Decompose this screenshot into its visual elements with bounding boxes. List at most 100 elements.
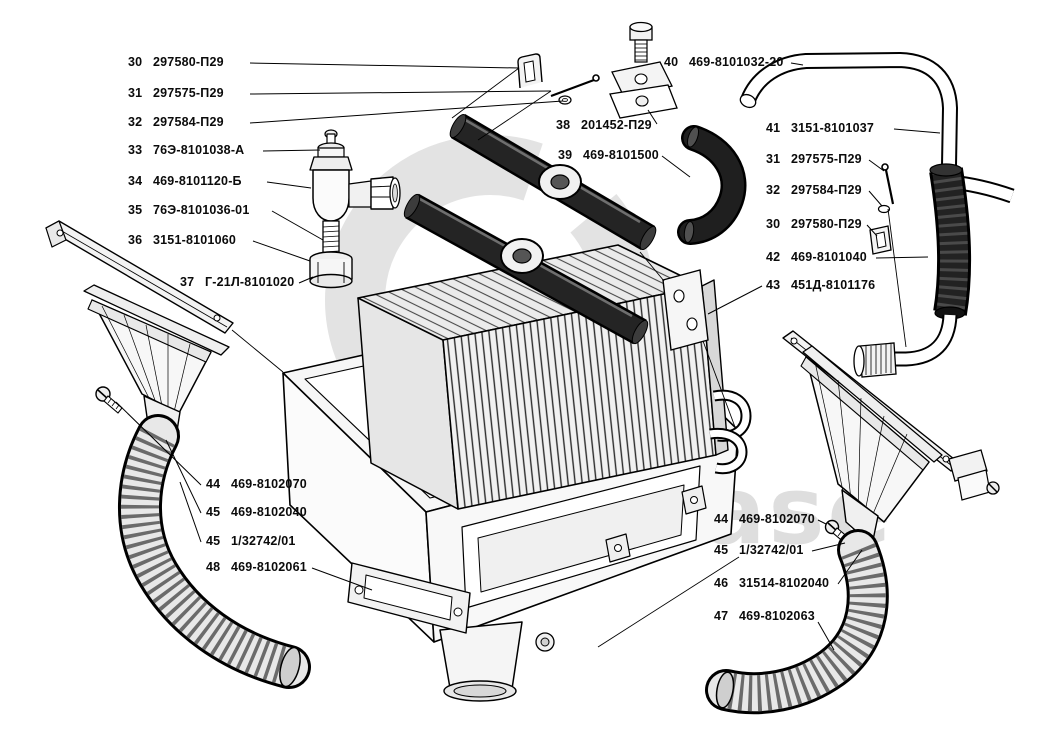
part-number: 39 [558,148,573,162]
part-label-30-left: 30 297580-П29 [128,55,224,69]
part-code: 201452-П29 [581,118,652,132]
radiator-hose [929,163,972,320]
part-label-32-right: 32 297584-П29 [766,183,862,197]
part-label-44-right: 44 469-8102070 [714,512,815,526]
part-number: 36 [128,233,143,247]
defroster-duct-left [45,220,234,440]
construction-lines [231,67,907,648]
right-fasteners [869,163,895,255]
part-number: 34 [128,174,143,188]
bolt [629,21,653,63]
washer-right [877,204,891,214]
part-number: 32 [128,115,143,129]
part-label-45-right: 45 1/32742/01 [714,543,804,557]
hose-grommet-lower [500,238,544,274]
part-label-32-left: 32 297584-П29 [128,115,224,129]
part-label-33: 33 76Э-8101038-А [128,143,244,157]
part-number: 48 [206,560,221,574]
part-code: 1/32742/01 [739,543,804,557]
part-label-31-right: 31 297575-П29 [766,152,862,166]
heater-valve [309,129,401,289]
part-label-46: 46 31514-8102040 [714,576,829,590]
part-code: 469-8101032-20 [689,55,784,69]
part-number: 47 [714,609,729,623]
part-code: 76Э-8101038-А [153,143,245,157]
part-number: 32 [766,183,781,197]
part-label-48: 48 469-8102061 [206,560,307,574]
part-label-40: 40 469-8101032-20 [664,55,784,69]
part-code: 469-8102070 [231,477,307,491]
part-number: 38 [556,118,571,132]
part-label-36: 36 3151-8101060 [128,233,236,247]
strap-plate [609,61,678,119]
heater-core [357,244,729,510]
part-code: 469-8101040 [791,250,867,264]
part-label-45-left-a: 45 469-8102040 [206,505,307,519]
bracket-right-small [948,449,1000,501]
cotter-pin-right [881,163,895,205]
part-code: 469-8102040 [231,505,307,519]
part-code: Г-21Л-8101020 [205,275,295,289]
part-number: 40 [664,55,679,69]
part-code: 451Д-8101176 [791,278,876,292]
defroster-hose-left [117,414,311,689]
part-code: 469-8102070 [739,512,815,526]
elbow-fitting [853,314,958,378]
part-code: 297580-П29 [153,55,224,69]
part-label-38: 38 201452-П29 [556,118,652,132]
part-number: 31 [766,152,781,166]
part-code: 469-8101120-Б [153,174,242,188]
part-label-35: 35 76Э-8101036-01 [128,203,250,217]
part-number: 45 [714,543,729,557]
part-label-43: 43 451Д-8101176 [766,278,875,292]
part-number: 37 [180,275,195,289]
core-return-pipes [709,389,752,475]
part-number: 42 [766,250,781,264]
hose-grommet-upper [538,164,582,200]
cotter-pin [550,74,600,98]
part-number: 30 [128,55,143,69]
part-code: 469-8101500 [583,148,659,162]
part-code: 3151-8101060 [153,233,237,247]
screw-left [95,386,123,414]
part-code: 297580-П29 [791,217,862,231]
part-number: 43 [766,278,781,292]
part-number: 46 [714,576,729,590]
defroster-hose-right [705,529,889,715]
part-label-39: 39 469-8101500 [558,148,659,162]
part-number: 45 [206,505,221,519]
part-number: 33 [128,143,143,157]
part-code: 3151-8101037 [791,121,875,135]
part-code: 76Э-8101036-01 [153,203,250,217]
heater-hoses [403,113,657,345]
part-code: 469-8102063 [739,609,815,623]
part-code: 297575-П29 [791,152,862,166]
part-label-45-left-b: 45 1/32742/01 [206,534,296,548]
part-label-34: 34 469-8101120-Б [128,174,242,188]
part-label-41: 41 3151-8101037 [766,121,874,135]
part-code: 1/32742/01 [231,534,296,548]
bypass-hose [677,125,747,245]
part-number: 35 [128,203,143,217]
part-number: 31 [128,86,143,100]
part-label-37: 37 Г-21Л-8101020 [180,275,294,289]
part-number: 41 [766,121,781,135]
top-fasteners [517,21,678,119]
part-code: 469-8102061 [231,560,307,574]
part-code: 297584-П29 [153,115,224,129]
part-number: 45 [206,534,221,548]
part-label-42: 42 469-8101040 [766,250,867,264]
mounting-bracket [662,269,709,351]
part-number: 44 [714,512,729,526]
defroster-duct-right [782,330,960,554]
washer [558,95,572,105]
clip-right [869,225,892,255]
part-code: 297584-П29 [791,183,862,197]
part-code: 297575-П29 [153,86,224,100]
part-code: 31514-8102040 [739,576,830,590]
clip [517,53,543,89]
